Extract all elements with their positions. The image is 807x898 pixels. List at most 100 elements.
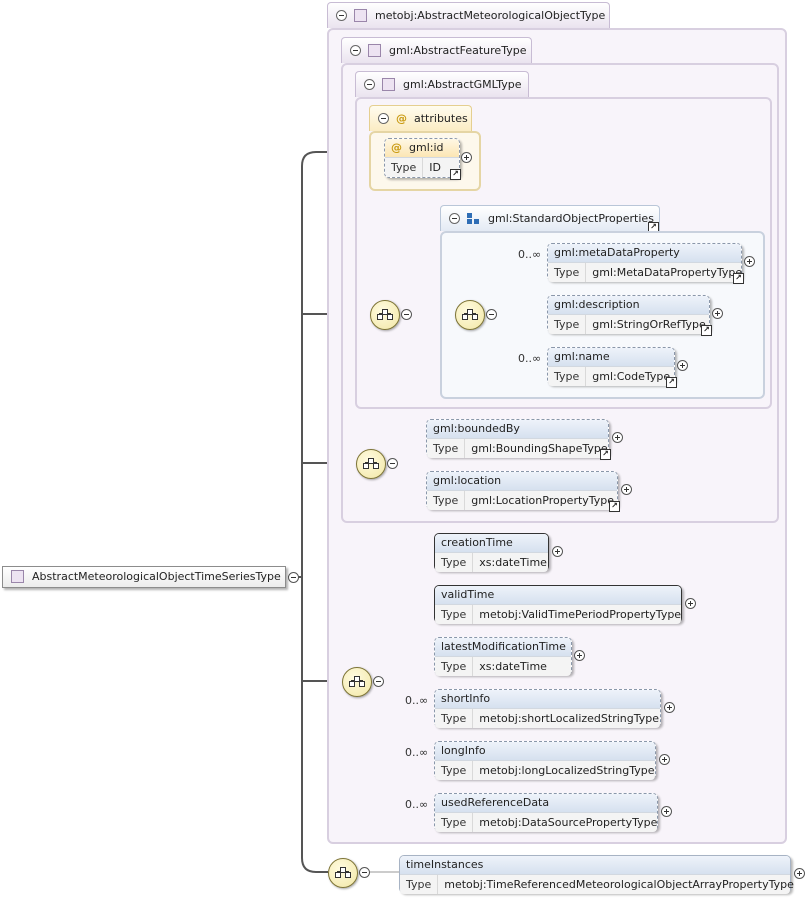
complex-type-icon	[368, 43, 381, 57]
type-link-icon[interactable]	[609, 501, 620, 512]
type-label: Type	[435, 813, 474, 832]
element-name: creationTime	[435, 534, 548, 552]
group-label-metobj: metobj:AbstractMeteorologicalObjectType	[375, 9, 606, 22]
group-tab-feature[interactable]: gml:AbstractFeatureType	[341, 37, 532, 63]
type-label: Type	[435, 553, 474, 572]
expand-icon[interactable]	[794, 868, 805, 879]
collapse-icon[interactable]	[373, 676, 384, 687]
sequence-compositor-icon[interactable]	[342, 667, 372, 697]
expand-icon[interactable]	[621, 484, 632, 495]
expand-icon[interactable]	[461, 152, 472, 163]
complex-type-icon	[11, 569, 24, 583]
group-tab-gml[interactable]: gml:AbstractGMLType	[355, 71, 529, 97]
expand-icon[interactable]	[677, 360, 688, 371]
type-label: Type	[427, 439, 466, 458]
sequence-compositor-icon[interactable]	[356, 449, 386, 479]
element-name: gml:metaDataProperty	[548, 244, 741, 262]
element-name: timeInstances	[400, 856, 790, 874]
element-name: longInfo	[435, 742, 655, 760]
collapse-icon[interactable]	[486, 309, 497, 320]
element-latestmodificationtime[interactable]: latestModificationTime Type xs:dateTime	[434, 637, 572, 676]
type-link-icon[interactable]	[600, 449, 611, 460]
type-label: Type	[427, 491, 466, 510]
cardinality: 0..∞	[518, 248, 542, 261]
collapse-icon[interactable]	[350, 44, 361, 56]
element-type: gml:CodeType	[592, 370, 671, 383]
element-type: xs:dateTime	[479, 556, 547, 569]
sequence-compositor-icon[interactable]	[328, 858, 358, 888]
sequence-compositor-icon[interactable]	[455, 300, 485, 330]
collapse-icon[interactable]	[378, 112, 389, 124]
type-label: Type	[400, 875, 439, 894]
expand-icon[interactable]	[574, 650, 585, 661]
expand-icon[interactable]	[744, 256, 755, 267]
group-label-feature: gml:AbstractFeatureType	[389, 44, 527, 57]
element-type: gml:StringOrRefType	[592, 318, 706, 331]
expand-icon[interactable]	[685, 598, 696, 609]
type-label: Type	[548, 367, 587, 386]
expand-icon[interactable]	[661, 806, 672, 817]
sequence-compositor-icon[interactable]	[370, 300, 400, 330]
cardinality: 0..∞	[405, 694, 429, 707]
element-location[interactable]: gml:location Type gml:LocationPropertyTyp…	[426, 471, 618, 510]
group-icon	[467, 212, 480, 224]
attribute-icon: @	[391, 141, 402, 154]
element-creationtime[interactable]: creationTime Type xs:dateTime	[434, 533, 549, 572]
expand-icon[interactable]	[712, 308, 723, 319]
type-link-icon[interactable]	[701, 325, 712, 336]
attribute-icon: @	[396, 112, 407, 125]
root-complex-type[interactable]: AbstractMeteorologicalObjectTimeSeriesTy…	[2, 566, 286, 588]
type-label: Type	[435, 709, 474, 728]
element-validtime[interactable]: validTime Type metobj:ValidTimePeriodProp…	[434, 585, 682, 624]
attribute-type: ID	[429, 161, 441, 174]
group-tab-standard[interactable]: gml:StandardObjectProperties	[440, 205, 660, 231]
root-label: AbstractMeteorologicalObjectTimeSeriesTy…	[32, 570, 281, 583]
cardinality: 0..∞	[405, 798, 429, 811]
type-label: Type	[435, 657, 474, 676]
type-label: Type	[548, 263, 587, 282]
element-name: latestModificationTime	[435, 638, 571, 656]
element-name[interactable]: gml:name Type gml:CodeType	[547, 347, 675, 386]
element-name: gml:name	[548, 348, 674, 366]
expand-icon[interactable]	[552, 546, 563, 557]
type-label: Type	[435, 605, 474, 624]
element-type: metobj:ValidTimePeriodPropertyType	[479, 608, 682, 621]
element-name: shortInfo	[435, 690, 660, 708]
expand-icon[interactable]	[612, 432, 623, 443]
attribute-name: gml:id	[409, 141, 444, 154]
type-label: Type	[548, 315, 587, 334]
group-tab-attributes[interactable]: @attributes	[369, 105, 472, 131]
element-type: xs:dateTime	[479, 660, 547, 673]
type-link-icon[interactable]	[733, 273, 744, 284]
expand-icon[interactable]	[664, 702, 675, 713]
collapse-icon[interactable]	[364, 78, 375, 90]
element-type: metobj:longLocalizedStringType	[479, 764, 655, 777]
cardinality: 0..∞	[518, 352, 542, 365]
collapse-icon[interactable]	[288, 572, 299, 583]
collapse-icon[interactable]	[336, 9, 347, 21]
group-tab-metobj[interactable]: metobj:AbstractMeteorologicalObjectType	[327, 2, 610, 28]
type-link-icon[interactable]	[450, 169, 461, 180]
complex-type-icon	[382, 77, 395, 91]
complex-type-icon	[354, 8, 367, 22]
collapse-icon[interactable]	[387, 458, 398, 469]
collapse-icon[interactable]	[449, 212, 460, 224]
element-name: validTime	[435, 586, 681, 604]
type-link-icon[interactable]	[666, 377, 677, 388]
collapse-icon[interactable]	[359, 867, 370, 878]
group-label-standard: gml:StandardObjectProperties	[488, 212, 654, 225]
element-name: usedReferenceData	[435, 794, 657, 812]
element-name: gml:location	[427, 472, 617, 490]
expand-icon[interactable]	[659, 754, 670, 765]
collapse-icon[interactable]	[401, 309, 412, 320]
element-type: gml:LocationPropertyType	[471, 494, 615, 507]
cardinality: 0..∞	[405, 746, 429, 759]
